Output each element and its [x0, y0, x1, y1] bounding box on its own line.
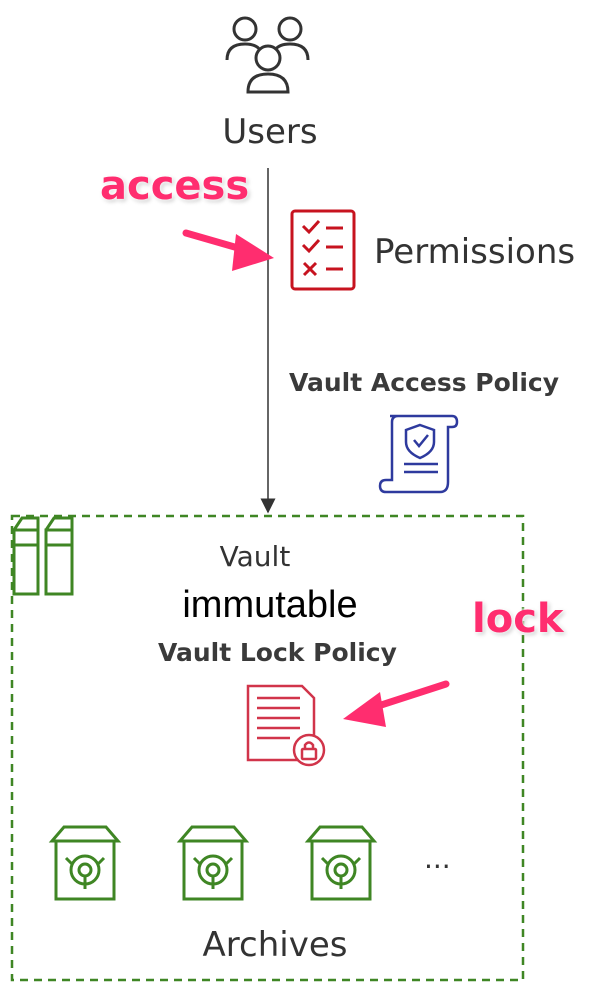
users-label: Users	[222, 112, 318, 152]
permissions-label: Permissions	[374, 232, 576, 272]
archive-box-icon	[304, 825, 378, 901]
users-icon	[225, 16, 310, 94]
more-archives-ellipsis: ...	[424, 842, 451, 875]
archives-label: Archives	[202, 925, 348, 965]
vault-bucket-icon	[12, 516, 74, 596]
vault-access-policy-label: Vault Access Policy	[289, 368, 560, 397]
lock-annotation: lock	[472, 596, 564, 642]
vault-label: Vault	[219, 540, 291, 573]
archive-box-icon	[176, 825, 250, 901]
vault-container	[10, 514, 525, 982]
policy-document-shield-icon	[378, 414, 459, 494]
lock-arrow	[343, 680, 450, 727]
access-annotation: access	[100, 163, 250, 209]
immutable-label: immutable	[182, 584, 358, 626]
archive-box-icon	[48, 825, 122, 901]
vault-lock-policy-label: Vault Lock Policy	[158, 638, 397, 667]
lock-policy-document-icon	[246, 684, 326, 767]
access-arrow	[182, 229, 274, 271]
permissions-checklist-icon	[290, 209, 356, 291]
